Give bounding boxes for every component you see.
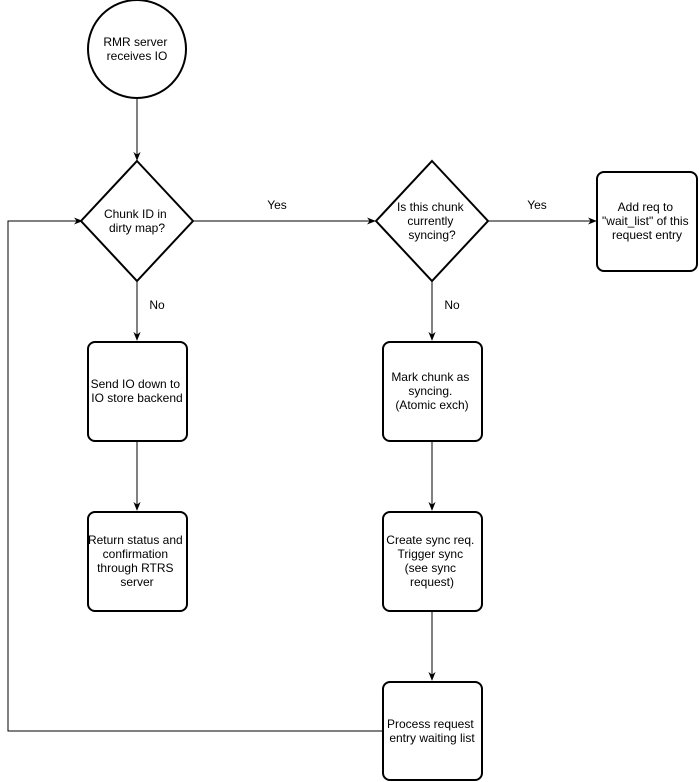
node-return-status-label: Return status and confirmation through R… bbox=[88, 533, 186, 589]
node-send-io-line-1: Send IO down to bbox=[91, 377, 181, 391]
node-start: RMR server receives IO bbox=[87, 0, 187, 99]
node-create-sync-line-1: Create sync req. bbox=[386, 533, 474, 547]
node-return-status-line-4: server bbox=[120, 575, 153, 589]
node-dirty-check-line-1: Chunk ID in bbox=[104, 207, 167, 221]
node-add-wait-line-1: Add req to bbox=[618, 200, 674, 214]
node-start-label: RMR server receives IO bbox=[103, 35, 170, 63]
node-dirty-check-line-2: dirty map? bbox=[109, 221, 165, 235]
node-create-sync-label: Create sync req. Trigger sync (see sync … bbox=[386, 533, 477, 589]
node-mark-syncing-line-2: syncing. bbox=[408, 384, 452, 398]
node-mark-syncing: Mark chunk as syncing. (Atomic exch) bbox=[382, 341, 483, 442]
node-send-io: Send IO down to IO store backend bbox=[87, 341, 188, 442]
node-dirty-check: Chunk ID in dirty map? bbox=[79, 159, 195, 283]
node-create-sync-line-3: (see sync bbox=[405, 561, 456, 575]
edges bbox=[7, 99, 597, 732]
node-mark-syncing-line-1: Mark chunk as bbox=[391, 370, 469, 384]
node-dirty-check-label: Chunk ID in dirty map? bbox=[104, 207, 170, 235]
edge-label-dirty-no: No bbox=[149, 298, 165, 312]
node-create-sync: Create sync req. Trigger sync (see sync … bbox=[382, 511, 483, 612]
node-syncing-check-line-2: currently bbox=[407, 214, 453, 228]
node-mark-syncing-label: Mark chunk as syncing. (Atomic exch) bbox=[391, 370, 472, 412]
node-send-io-label: Send IO down to IO store backend bbox=[91, 377, 184, 405]
node-start-line-2: receives IO bbox=[107, 49, 168, 63]
node-process-wait: Process request entry waiting list bbox=[382, 681, 483, 781]
node-syncing-check-label: Is this chunk currently syncing? bbox=[397, 200, 467, 242]
node-start-line-1: RMR server bbox=[103, 35, 167, 49]
node-return-status-line-2: confirmation bbox=[103, 547, 168, 561]
edge-label-syncing-yes: Yes bbox=[527, 198, 547, 212]
node-return-status-line-3: through RTRS bbox=[97, 561, 173, 575]
node-process-wait-line-2: entry waiting list bbox=[389, 731, 475, 745]
node-add-wait-line-2: "wait_list" of this bbox=[602, 214, 689, 228]
node-add-wait: Add req to "wait_list" of this request e… bbox=[596, 171, 698, 272]
node-send-io-line-2: IO store backend bbox=[91, 391, 182, 405]
node-process-wait-label: Process request entry waiting list bbox=[387, 717, 477, 745]
node-syncing-check-line-3: syncing? bbox=[408, 228, 456, 242]
node-process-wait-line-1: Process request bbox=[387, 717, 474, 731]
node-create-sync-line-4: request) bbox=[410, 575, 454, 589]
edge-label-syncing-no: No bbox=[444, 298, 460, 312]
node-syncing-check-line-1: Is this chunk bbox=[397, 200, 465, 214]
node-return-status: Return status and confirmation through R… bbox=[87, 511, 188, 612]
node-add-wait-label: Add req to "wait_list" of this request e… bbox=[602, 200, 692, 242]
node-syncing-check: Is this chunk currently syncing? bbox=[374, 159, 490, 283]
node-create-sync-line-2: Trigger sync bbox=[398, 547, 464, 561]
edge-label-dirty-yes: Yes bbox=[267, 198, 287, 212]
edge-process-wait-loop-back bbox=[7, 217, 382, 732]
node-add-wait-line-3: request entry bbox=[612, 228, 682, 242]
node-mark-syncing-line-3: (Atomic exch) bbox=[395, 398, 468, 412]
node-return-status-line-1: Return status and bbox=[88, 533, 183, 547]
